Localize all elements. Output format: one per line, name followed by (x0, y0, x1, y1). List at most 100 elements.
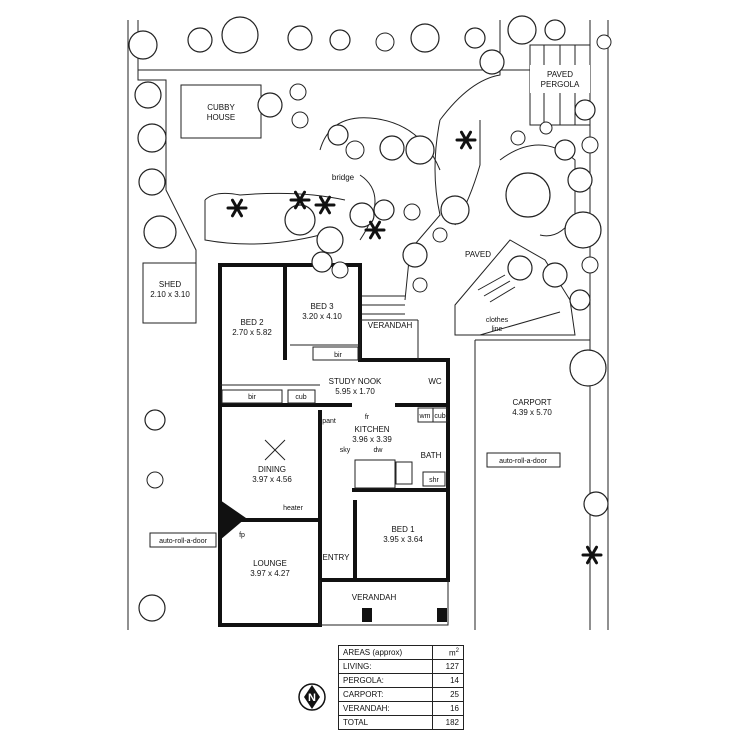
kitchen-name: KITCHEN (354, 425, 389, 434)
tree (564, 211, 602, 249)
carport: CARPORT 4.39 x 5.70 auto-roll-a-door (475, 339, 561, 468)
bed1-name: BED 1 (391, 525, 415, 534)
carport-name: CARPORT (513, 398, 552, 407)
clothes-line-label-2: line (492, 326, 503, 333)
areas-table: AREAS (approx) m2 LIVING: 127 PERGOLA: 1… (338, 645, 464, 730)
tree (379, 135, 405, 161)
palm-tree (314, 195, 336, 215)
palm-tree (364, 220, 386, 240)
shrub (146, 471, 164, 489)
tree (138, 594, 166, 622)
shrub (345, 140, 365, 160)
side-door: auto-roll-a-door (149, 532, 217, 548)
tree (583, 491, 609, 517)
shrub (581, 256, 599, 274)
tree (505, 172, 551, 218)
areas-total-label: TOTAL (338, 715, 433, 730)
shrub (375, 32, 395, 52)
shrub (412, 277, 428, 293)
carport-door-label: auto-roll-a-door (499, 458, 548, 465)
shrub (291, 111, 309, 129)
compass-icon: N (298, 683, 326, 711)
areas-row-label: LIVING: (338, 659, 433, 674)
study-size: 5.95 x 1.70 (335, 387, 375, 396)
cub-label-study: cub (295, 394, 306, 401)
washing-machine-label: wm (419, 413, 431, 420)
areas-row-label: VERANDAH: (338, 701, 433, 716)
areas-title: AREAS (approx) (338, 645, 433, 660)
wc-label: WC (428, 377, 442, 386)
tree (405, 135, 435, 165)
bed2-name: BED 2 (240, 318, 264, 327)
tree (138, 168, 166, 196)
clothes-line-label-1: clothes (486, 317, 509, 324)
bed1-size: 3.95 x 3.64 (383, 535, 423, 544)
areas-row: CARPORT: 25 (338, 687, 464, 702)
tree (507, 255, 533, 281)
shrub (403, 203, 421, 221)
tree (479, 49, 505, 75)
bed3-name: BED 3 (310, 302, 334, 311)
bed3-size: 3.20 x 4.10 (302, 312, 342, 321)
bir-label-bed3: bir (334, 352, 342, 359)
tree (187, 27, 213, 53)
areas-row-value: 127 (432, 659, 464, 674)
areas-row: VERANDAH: 16 (338, 701, 464, 716)
study-name: STUDY NOOK (329, 377, 382, 386)
tree (144, 409, 166, 431)
tree (311, 251, 333, 273)
shrub (539, 121, 553, 135)
bed2-size: 2.70 x 5.82 (232, 328, 272, 337)
tree (567, 167, 593, 193)
trees (128, 15, 612, 622)
areas-row: LIVING: 127 (338, 659, 464, 674)
areas-total-value: 182 (432, 715, 464, 730)
dining-name: DINING (258, 465, 286, 474)
palm-tree (455, 130, 477, 150)
pergola-label-2: PERGOLA (541, 80, 580, 89)
dishwasher-label: dw (374, 447, 384, 454)
tree (327, 124, 349, 146)
areas-row-value: 16 (432, 701, 464, 716)
kitchen-size: 3.96 x 3.39 (352, 435, 392, 444)
tree (329, 29, 351, 51)
tree (464, 27, 486, 49)
tree (569, 349, 607, 387)
tree (554, 139, 576, 161)
tree (542, 262, 568, 288)
tree (507, 15, 537, 45)
carport-size: 4.39 x 5.70 (512, 408, 552, 417)
verandah-label-bottom: VERANDAH (352, 593, 397, 602)
tree (137, 123, 167, 153)
areas-header: AREAS (approx) m2 (338, 645, 464, 660)
house-walls (218, 263, 450, 627)
areas-row-label: PERGOLA: (338, 673, 433, 688)
fireplace-label: fp (239, 532, 245, 539)
palm-tree (289, 190, 311, 210)
verandahs: VERANDAH VERANDAH (319, 319, 449, 626)
pergola: PAVED PERGOLA (529, 44, 591, 126)
areas-row-label: CARPORT: (338, 687, 433, 702)
paved-label: PAVED (465, 250, 491, 259)
tree (402, 242, 428, 268)
compass-letter: N (308, 692, 316, 704)
cubby-label-2: HOUSE (207, 113, 235, 122)
areas-row-total: TOTAL 182 (338, 715, 464, 730)
pergola-label-1: PAVED (547, 70, 573, 79)
bir-label-bed2: bir (248, 394, 256, 401)
verandah-label-top: VERANDAH (368, 321, 413, 330)
entry-label: ENTRY (323, 553, 351, 562)
cubby-house: CUBBY HOUSE (180, 84, 262, 139)
tree (221, 16, 259, 54)
palm-tree (581, 545, 603, 565)
tree (134, 81, 162, 109)
tree (373, 199, 395, 221)
shrub (432, 227, 448, 243)
fixture-labels: bir cub bir pant fr sky dw wm cub shr he… (221, 346, 448, 539)
areas-row-value: 25 (432, 687, 464, 702)
tree (544, 19, 566, 41)
tree (257, 92, 283, 118)
room-labels: BED 2 2.70 x 5.82 BED 3 3.20 x 4.10 STUD… (232, 302, 442, 578)
lounge-name: LOUNGE (253, 559, 287, 568)
areas-unit: m2 (432, 645, 464, 660)
